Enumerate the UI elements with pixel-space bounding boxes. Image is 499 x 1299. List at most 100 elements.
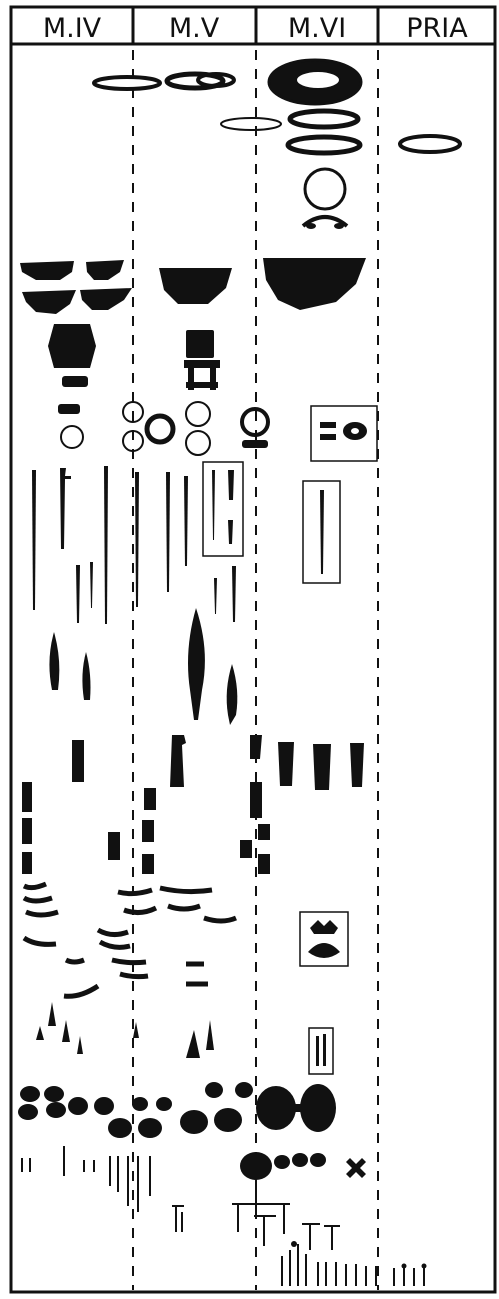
sword [135,472,139,607]
brooch-spiral [94,1097,114,1115]
axe [350,743,364,787]
sickle [66,960,84,962]
celt [142,854,154,874]
sickle [168,906,200,909]
awl [62,1020,70,1042]
bowl [86,260,124,280]
sword [32,470,36,610]
dagger [214,578,217,614]
sword-blade [320,490,324,574]
sword [76,565,80,623]
inset-object [320,434,336,440]
sickle [120,974,148,977]
brooch-spiral [205,1082,223,1098]
sword [104,466,108,624]
ring-terminal [334,223,344,229]
sickle [112,960,146,963]
axes [22,735,364,874]
sickle [24,884,46,888]
axe [72,740,84,782]
brooch-spiral [214,1108,242,1132]
brooch-spiral [274,1155,290,1169]
sword [60,468,71,549]
neck-ring [400,136,460,152]
celt [258,824,270,840]
bowl [22,290,76,314]
awl [36,1026,44,1040]
ring-terminal [306,223,316,229]
spearhead [82,652,90,700]
brooch-spiral [180,1110,208,1134]
ring-ornaments [94,60,460,229]
brooch-bridge [290,1104,306,1112]
column-header-pria: PRIA [406,13,468,44]
dagger [212,470,215,540]
brooch-spiral [310,1153,326,1167]
awls-and-points [36,1002,333,1074]
neck-ring-inner [296,71,340,89]
celt [22,782,32,812]
sickle [160,888,212,892]
cauldron-base [186,382,218,388]
column-header-m4: M.IV [43,13,102,44]
celt [142,820,154,842]
ring [61,426,83,448]
inset-disc-hole [351,428,359,434]
sickle [204,918,236,921]
bowl [20,261,74,280]
neck-ring [221,118,281,130]
neck-ring [290,111,358,127]
inset-pendant [310,920,338,934]
vessel-fragment [62,376,88,387]
spearhead [227,664,238,725]
ring-bar [242,440,268,448]
spearhead [188,608,205,720]
sickle [24,938,56,944]
awl [186,1030,200,1058]
pin-head [402,1264,407,1269]
bowl [80,288,132,310]
ring [147,416,173,442]
vessel-fragment [58,404,80,414]
brooch-spiral [20,1086,40,1102]
inset-box [309,1028,333,1074]
sickle [24,898,52,901]
sword [166,472,170,592]
axe [170,735,186,787]
column-header-m6: M.VI [288,13,346,44]
celt [22,818,32,844]
bowl [159,268,232,304]
axe [278,742,294,786]
sickle [98,930,128,935]
sickle [64,986,98,996]
ring [186,431,210,455]
bracelet [305,169,345,209]
celt [144,788,156,810]
inset-object [320,422,336,428]
neck-ring [94,77,160,89]
sickle [26,912,58,915]
brooch-spiral [292,1153,308,1167]
bowl [263,258,366,310]
spectacle-brooches [18,1082,336,1138]
cauldron-stand [184,360,220,368]
brooch-spiral [44,1086,64,1102]
brooch-spiral [138,1118,162,1138]
inset-box [203,462,243,556]
spearhead [49,632,59,690]
axe [250,735,262,759]
brooch-spiral [18,1104,38,1120]
celt [240,840,252,858]
pin-head [422,1264,427,1269]
vessel [48,324,96,368]
pins [22,1146,427,1286]
celt [250,782,262,818]
spiral-brooch [346,1158,366,1178]
celt [108,832,120,860]
inset-pendant [308,943,340,958]
dagger [228,470,234,500]
sickles [24,884,348,996]
column-header-m5: M.V [169,13,220,44]
sword [90,562,93,608]
